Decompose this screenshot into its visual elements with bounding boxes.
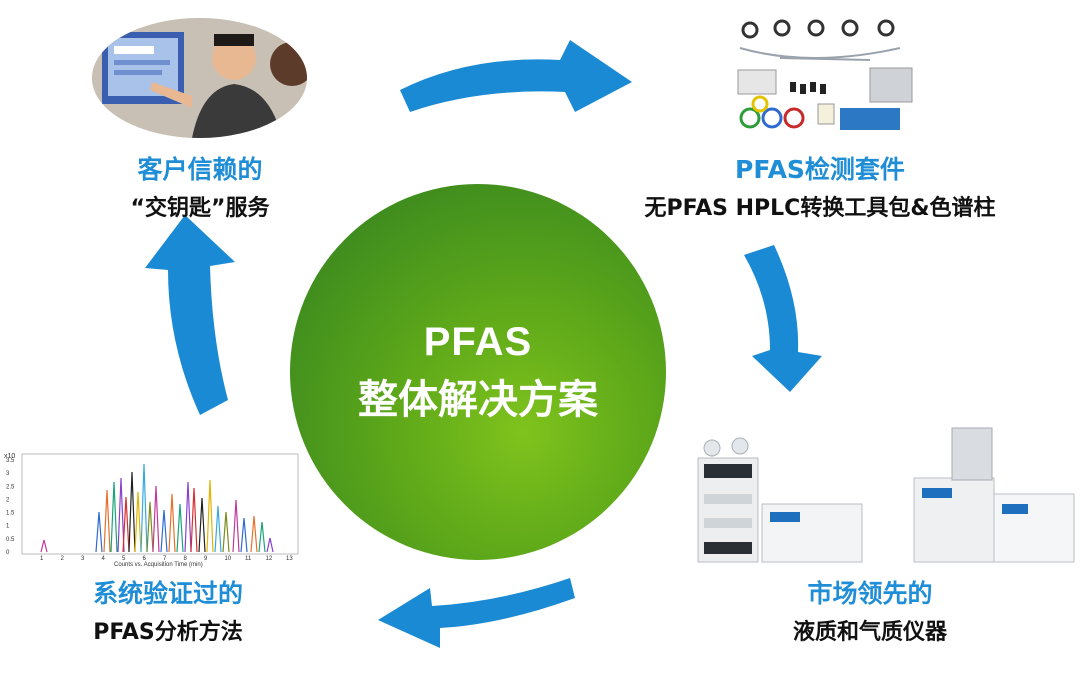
chromatogram-x-tick: 13: [286, 556, 293, 562]
chromatogram-peak: [134, 491, 142, 553]
chromatogram-x-tick: 10: [225, 556, 232, 562]
center-circle: [290, 184, 666, 560]
chromatogram-x-tick: 4: [102, 556, 106, 562]
chromatogram-x-tick: 11: [245, 556, 252, 562]
node-top-right-subtitle: 无PFAS HPLC转换工具包&色谱柱: [644, 196, 996, 221]
chromatogram-peak: [152, 485, 160, 553]
chromatogram-peak: [222, 511, 230, 553]
chromatogram-x-tick: 1: [40, 556, 44, 562]
chromatogram-peak: [122, 496, 130, 553]
node-bottom-right-subtitle: 液质和气质仪器: [792, 620, 947, 645]
chromatogram-y-axis-label: x10: [4, 453, 15, 460]
node-top-right-title: PFAS检测套件: [735, 155, 905, 184]
chromatogram-peak: [198, 497, 206, 553]
chromatogram-peak: [214, 505, 222, 553]
arrow-top: [400, 40, 632, 112]
chromatogram-peak: [206, 479, 214, 553]
chromatogram-peak: [258, 521, 266, 553]
chromatogram-peak: [160, 509, 168, 553]
chromatogram-x-tick: 2: [61, 556, 65, 562]
chromatogram-y-tick: 0: [6, 550, 10, 556]
chromatogram-y-tick: 3: [6, 471, 10, 477]
center-title-line2: 整体解决方案: [358, 376, 598, 423]
chromatogram-y-tick: 1: [6, 524, 10, 530]
center-title-line1: PFAS: [423, 319, 533, 364]
node-bottom-left-title: 系统验证过的: [92, 579, 243, 608]
chromatogram-peak: [168, 493, 176, 553]
chromatogram-y-tick: 1.5: [6, 511, 15, 517]
chromatogram-peak: [140, 463, 148, 553]
chromatogram-x-tick: 6: [143, 556, 147, 562]
chromatogram-x-axis-label: Counts vs. Acquisition Time (min): [114, 562, 203, 568]
node-top-left-title: 客户信赖的: [137, 155, 263, 184]
chromatogram-peak: [103, 489, 111, 553]
node-top-left-subtitle: “交钥匙”服务: [130, 196, 270, 221]
chromatogram-y-tick: 3.5: [6, 458, 15, 464]
chromatogram-peak: [184, 481, 192, 553]
chromatogram-peak: [128, 471, 136, 553]
chromatogram-peak: [117, 477, 125, 553]
chromatogram-peak: [110, 481, 118, 553]
chromatogram-peak: [250, 515, 258, 553]
chromatogram-x-tick: 9: [204, 556, 208, 562]
chromatogram-y-tick: 2.5: [6, 484, 15, 490]
node-top-left: 客户信赖的 “交钥匙”服务: [100, 150, 300, 222]
chromatogram-peak: [146, 501, 154, 553]
node-bottom-left-subtitle: PFAS分析方法: [93, 620, 243, 645]
chromatogram-x-tick: 8: [184, 556, 188, 562]
service-photo: [92, 18, 307, 138]
node-bottom-left: 系统验证过的 PFAS分析方法: [48, 574, 288, 646]
chromatogram-y-tick: 0.5: [6, 537, 15, 543]
chromatogram-peak: [240, 517, 248, 553]
chromatogram-peak: [232, 499, 240, 553]
arrow-left: [145, 215, 235, 415]
arrow-right: [744, 245, 822, 392]
chromatogram-x-tick: 3: [81, 556, 85, 562]
chromatogram-x-tick: 12: [266, 556, 273, 562]
chromatogram-x-tick: 7: [163, 556, 167, 562]
lcms-gcms-instruments: [690, 418, 1080, 570]
arrow-bottom: [378, 578, 575, 648]
chromatogram-peak: [95, 511, 103, 553]
node-bottom-right: 市场领先的 液质和气质仪器: [760, 574, 980, 646]
chromatogram-peak: [176, 503, 184, 553]
service-photo-illustration: [92, 18, 307, 138]
center-title: PFAS 整体解决方案: [290, 184, 666, 560]
node-bottom-right-title: 市场领先的: [807, 579, 933, 608]
chromatogram-x-tick: 5: [122, 556, 126, 562]
chromatogram-y-tick: 2: [6, 497, 10, 503]
chromatogram-peak: [190, 487, 198, 553]
chromatogram-peak: [266, 537, 274, 553]
chromatogram-peak: [40, 539, 48, 553]
node-top-right: PFAS检测套件 无PFAS HPLC转换工具包&色谱柱: [605, 150, 1035, 222]
pfas-kit-illustration: [720, 8, 920, 138]
